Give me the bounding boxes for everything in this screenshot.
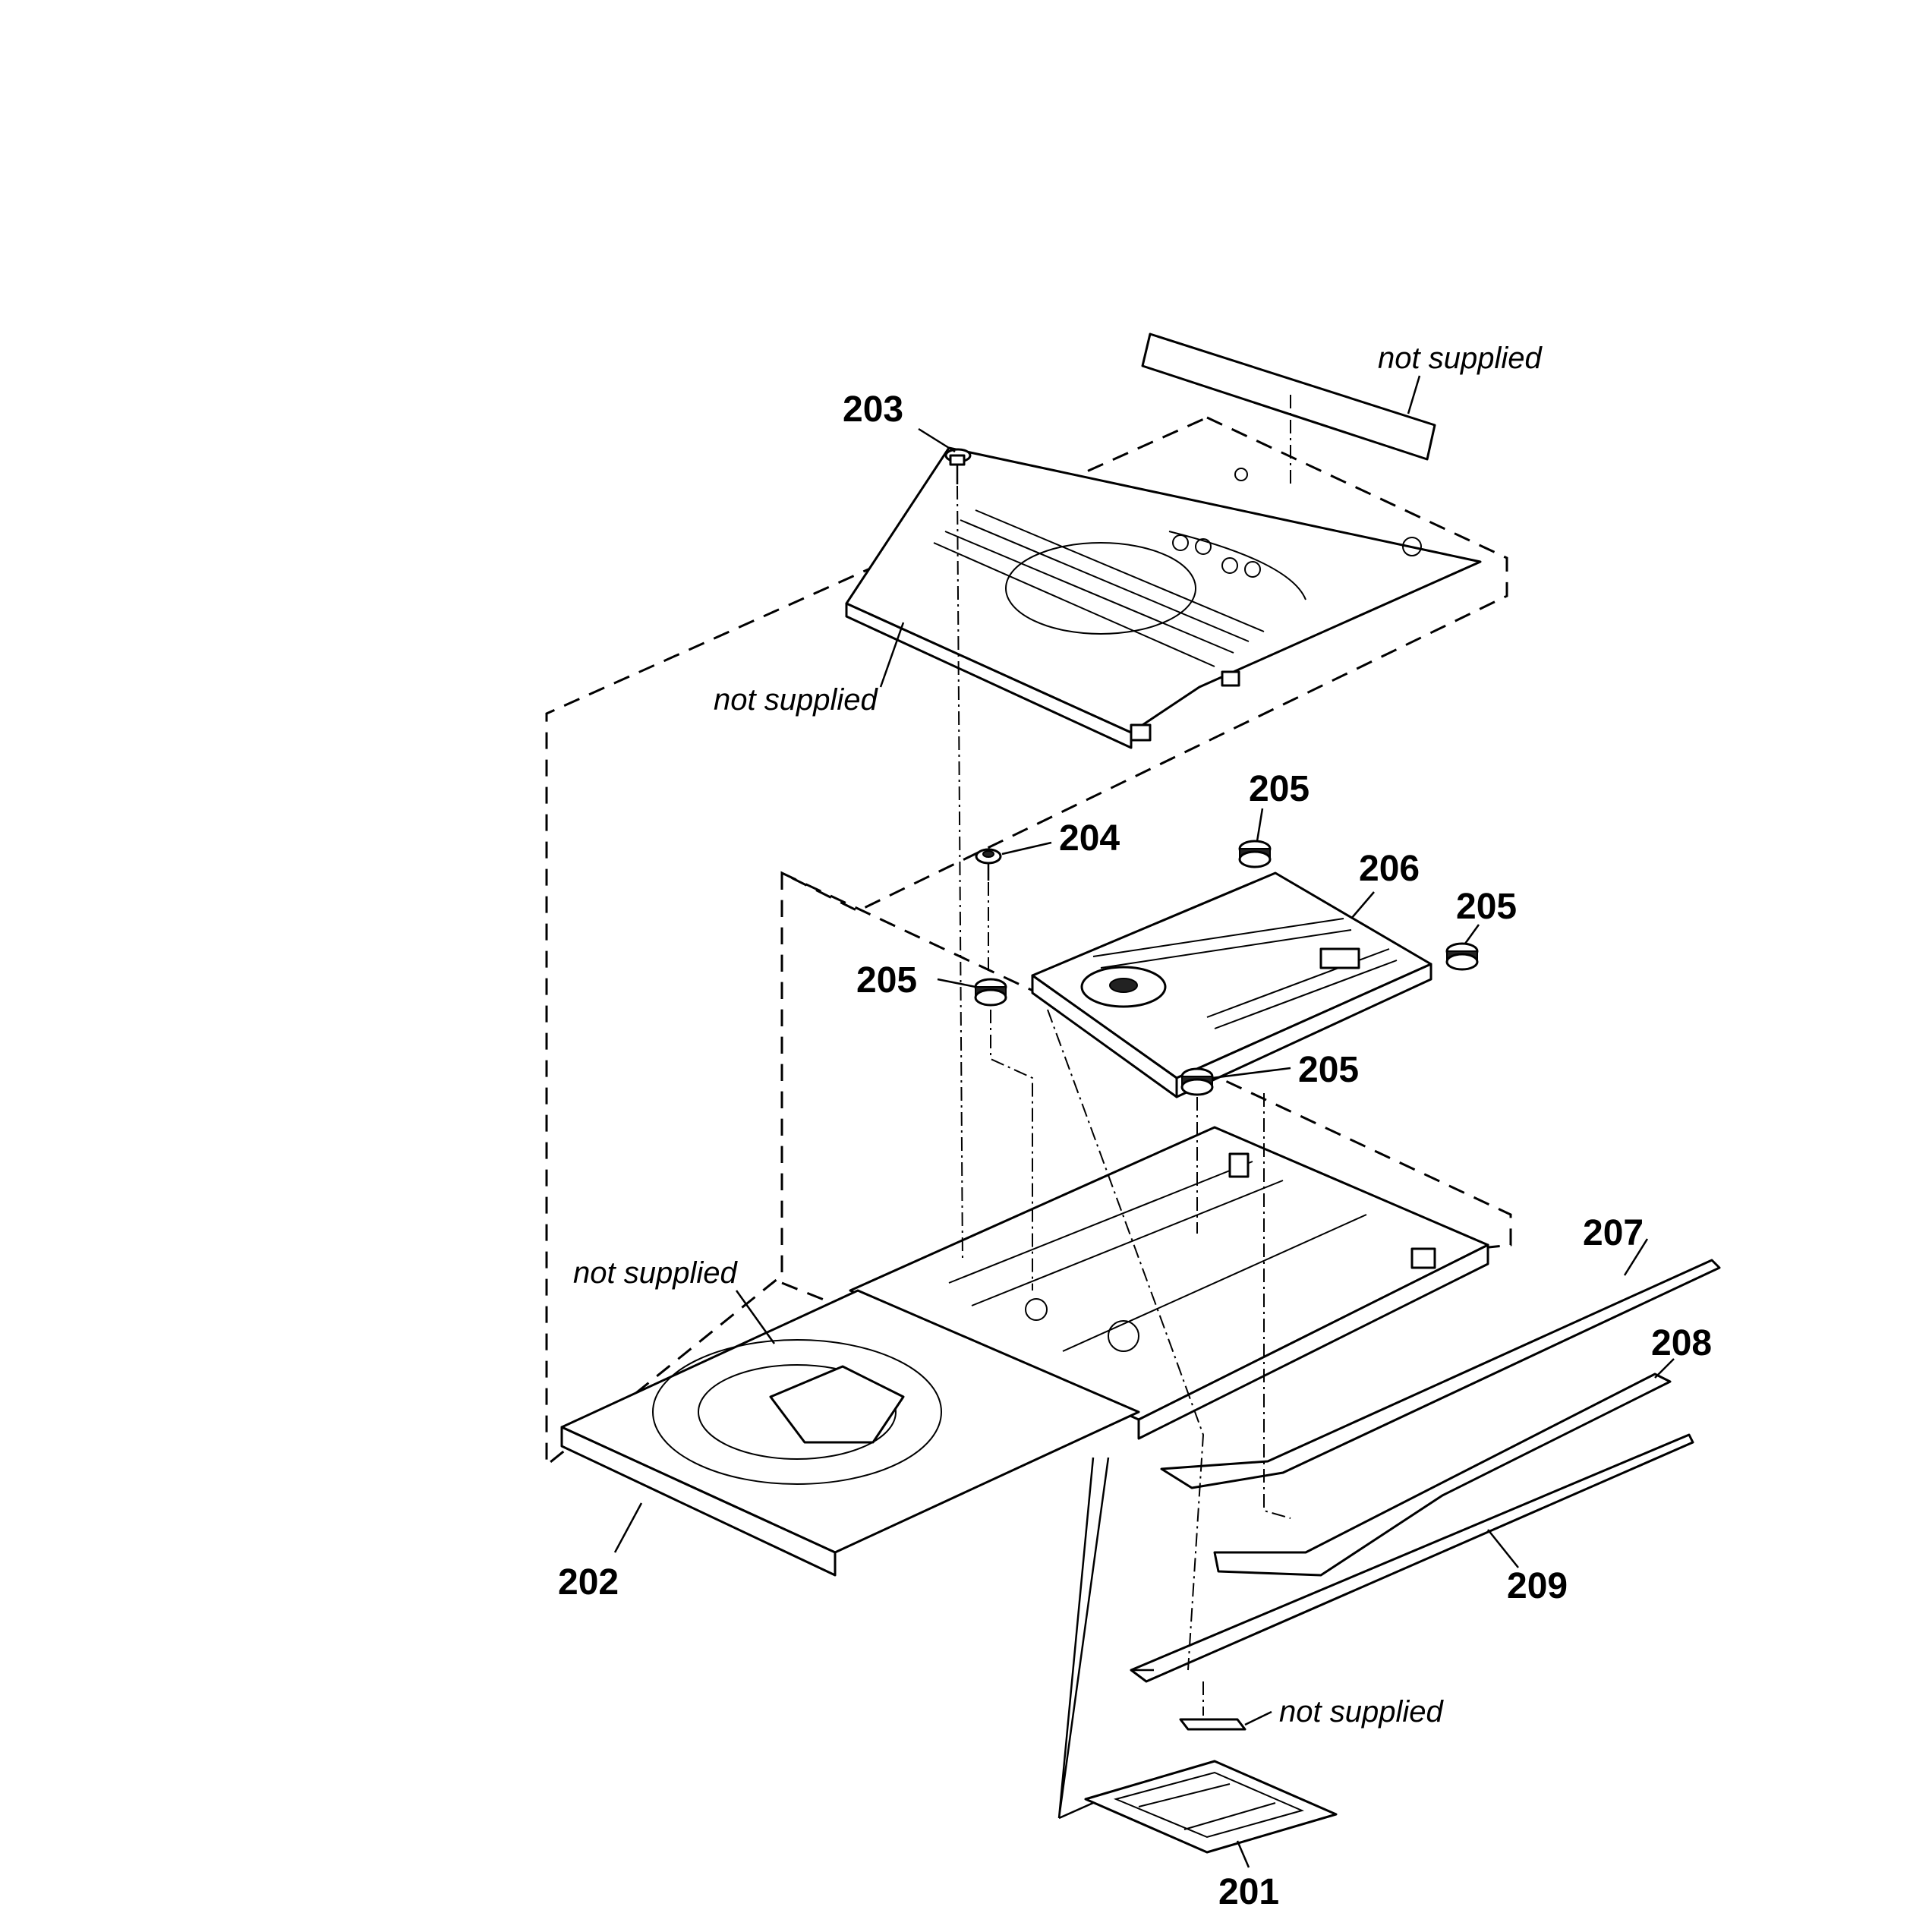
note-tray-not-supplied: not supplied bbox=[573, 1256, 738, 1290]
top-cover bbox=[845, 446, 1482, 749]
loader-board-leader bbox=[1057, 1457, 1110, 1820]
leader-201 bbox=[1236, 1840, 1250, 1868]
damper-205-bottom bbox=[1180, 1067, 1214, 1096]
callout-201: 201 bbox=[1218, 1872, 1279, 1912]
flat-cable-209 bbox=[1130, 1433, 1694, 1683]
callout-203: 203 bbox=[843, 389, 903, 430]
callout-207: 207 bbox=[1583, 1213, 1644, 1253]
callout-205-top: 205 bbox=[1249, 769, 1310, 809]
assembly-line-205-left bbox=[990, 1010, 1033, 1291]
screw-204 bbox=[975, 848, 1002, 881]
disc-tray-202 bbox=[560, 1289, 1140, 1577]
assembly-line-cable-208 bbox=[1263, 1093, 1291, 1519]
callout-209: 209 bbox=[1507, 1566, 1568, 1606]
callout-202: 202 bbox=[558, 1562, 619, 1603]
damper-205-right bbox=[1445, 942, 1479, 971]
leader-205-left bbox=[937, 978, 976, 988]
leader-203 bbox=[918, 427, 956, 453]
leader-ns-small bbox=[1244, 1710, 1272, 1726]
flat-cable-208 bbox=[1213, 1373, 1672, 1577]
callout-205-bottom: 205 bbox=[1298, 1050, 1359, 1090]
note-label-plate-not-supplied: not supplied bbox=[1378, 342, 1543, 375]
leader-207 bbox=[1623, 1238, 1649, 1276]
callout-205-left: 205 bbox=[856, 960, 917, 1001]
callout-205-right: 205 bbox=[1456, 887, 1517, 927]
mechanism-chassis-206 bbox=[1031, 871, 1432, 1098]
leader-204 bbox=[1001, 841, 1052, 856]
callout-208: 208 bbox=[1651, 1323, 1712, 1363]
leader-205-top bbox=[1256, 808, 1264, 842]
leader-205-right bbox=[1464, 924, 1480, 944]
leader-202 bbox=[613, 1502, 643, 1553]
leader-205-bottom bbox=[1212, 1067, 1291, 1079]
damper-205-left bbox=[974, 978, 1007, 1007]
note-top-cover-not-supplied: not supplied bbox=[714, 683, 878, 717]
small-part-not-supplied bbox=[1179, 1718, 1247, 1731]
callout-204: 204 bbox=[1059, 818, 1120, 859]
leader-208 bbox=[1654, 1358, 1675, 1379]
assembly-line-203 bbox=[957, 485, 963, 1261]
leader-ns-label bbox=[1407, 375, 1421, 414]
leader-ns-tray bbox=[735, 1290, 776, 1344]
assembly-line-cable-209 bbox=[1047, 1009, 1205, 1671]
note-small-part-not-supplied: not supplied bbox=[1279, 1695, 1444, 1729]
callout-206: 206 bbox=[1359, 849, 1420, 889]
label-plate bbox=[1141, 332, 1436, 461]
screw-203 bbox=[944, 448, 972, 484]
damper-205-top bbox=[1238, 840, 1272, 868]
loader-board-201 bbox=[1084, 1760, 1338, 1854]
leader-209 bbox=[1487, 1529, 1519, 1568]
leader-206 bbox=[1351, 891, 1375, 919]
flat-cable-207 bbox=[1160, 1259, 1721, 1489]
leader-ns-cover bbox=[879, 622, 905, 688]
